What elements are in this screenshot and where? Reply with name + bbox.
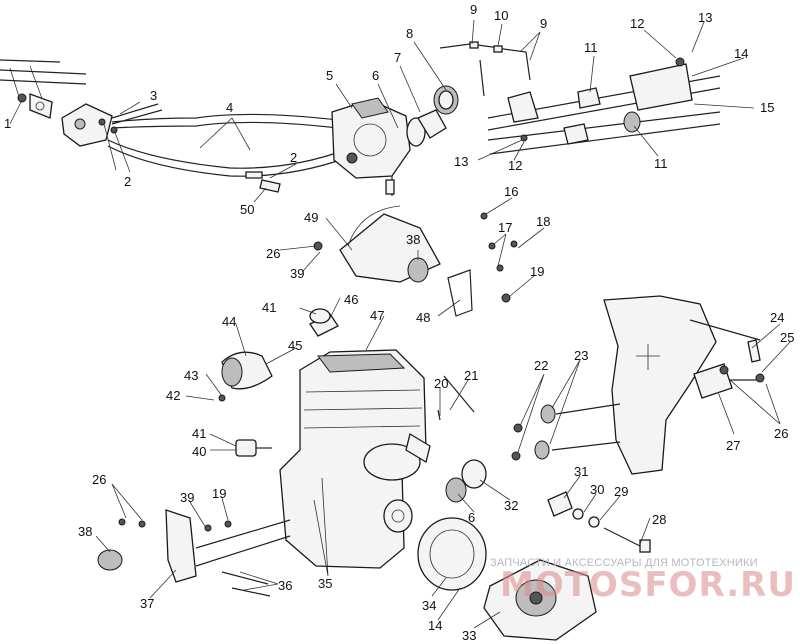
callout-2: 2 (290, 150, 297, 165)
recoil-housing (417, 517, 597, 641)
callout-3: 3 (150, 88, 157, 103)
callout-8: 8 (406, 26, 413, 41)
diagram-artwork (0, 19, 791, 641)
callout-17: 17 (498, 220, 512, 235)
callout-9: 9 (540, 16, 547, 31)
callout-30: 30 (590, 482, 604, 497)
callout-16: 16 (504, 184, 518, 199)
callout-47: 47 (370, 308, 384, 323)
callout-38: 38 (406, 232, 420, 247)
callout-43: 43 (184, 368, 198, 383)
callout-12: 12 (508, 158, 522, 173)
callout-23: 23 (574, 348, 588, 363)
callout-10: 10 (494, 8, 508, 23)
callout-32: 32 (504, 498, 518, 513)
callout-labels: 1 2 2 3 4 5 6 6 7 8 9 9 10 11 11 12 12 1… (4, 2, 794, 643)
callout-19: 19 (212, 486, 226, 501)
callout-42: 42 (166, 388, 180, 403)
callout-11: 11 (584, 40, 598, 55)
fitting-40 (235, 439, 272, 457)
callout-18: 18 (536, 214, 550, 229)
callout-22: 22 (534, 358, 548, 373)
engine-mounts-top (487, 57, 721, 155)
callout-13: 13 (454, 154, 468, 169)
callout-21: 21 (464, 368, 478, 383)
carb-boots (406, 85, 459, 147)
callout-6: 6 (372, 68, 379, 83)
callout-26: 26 (266, 246, 280, 261)
callout-28: 28 (652, 512, 666, 527)
drive-parts (547, 491, 651, 553)
callout-9: 9 (470, 2, 477, 17)
frame-right (603, 295, 765, 475)
callout-38: 38 (78, 524, 92, 539)
callout-15: 15 (760, 100, 774, 115)
engine-bracket (97, 509, 291, 597)
callout-14: 14 (428, 618, 442, 633)
callout-20: 20 (434, 376, 448, 391)
callout-33: 33 (462, 628, 476, 643)
intake-elbow (218, 351, 273, 402)
callout-25: 25 (780, 330, 794, 345)
leader-lines (9, 19, 791, 629)
callout-6: 6 (468, 510, 475, 525)
callout-5: 5 (326, 68, 333, 83)
callout-4: 4 (226, 100, 233, 115)
frame-tubes-left (0, 59, 87, 105)
watermark-logo: MOTOSFOR.RU (500, 565, 796, 605)
callout-39: 39 (290, 266, 304, 281)
callout-49: 49 (304, 210, 318, 225)
callout-39: 39 (180, 490, 194, 505)
fuel-lines (98, 103, 347, 193)
callout-7: 7 (394, 50, 401, 65)
shroud-bracket (313, 205, 518, 317)
mount-hardware (511, 403, 621, 461)
callout-29: 29 (614, 484, 628, 499)
callout-13: 13 (698, 10, 712, 25)
fuel-pump (17, 93, 113, 147)
callout-45: 45 (288, 338, 302, 353)
callout-34: 34 (422, 598, 436, 613)
callout-11: 11 (654, 156, 668, 171)
callout-36: 36 (278, 578, 292, 593)
callout-24: 24 (770, 310, 784, 325)
starter-parts (405, 375, 487, 503)
callout-14: 14 (734, 46, 748, 61)
callout-19: 19 (530, 264, 544, 279)
callout-46: 46 (344, 292, 358, 307)
callout-48: 48 (416, 310, 430, 325)
callout-41: 41 (192, 426, 206, 441)
callout-31: 31 (574, 464, 588, 479)
callout-41: 41 (262, 300, 276, 315)
callout-37: 37 (140, 596, 154, 611)
callout-26: 26 (774, 426, 788, 441)
carburetor (331, 97, 411, 196)
callout-1: 1 (4, 116, 11, 131)
callout-26: 26 (92, 472, 106, 487)
callout-50: 50 (240, 202, 254, 217)
callout-2: 2 (124, 174, 131, 189)
watermark-tagline: ЗАПЧАСТИ И АКСЕССУАРЫ ДЛЯ МОТОТЕХНИКИ (490, 557, 758, 569)
callout-44: 44 (222, 314, 236, 329)
callout-40: 40 (192, 444, 206, 459)
callout-12: 12 (630, 16, 644, 31)
watermark: ЗАПЧАСТИ И АКСЕССУАРЫ ДЛЯ МОТОТЕХНИКИ MO… (490, 557, 796, 605)
vent-hoses (439, 41, 531, 97)
callout-27: 27 (726, 438, 740, 453)
callout-35: 35 (318, 576, 332, 591)
